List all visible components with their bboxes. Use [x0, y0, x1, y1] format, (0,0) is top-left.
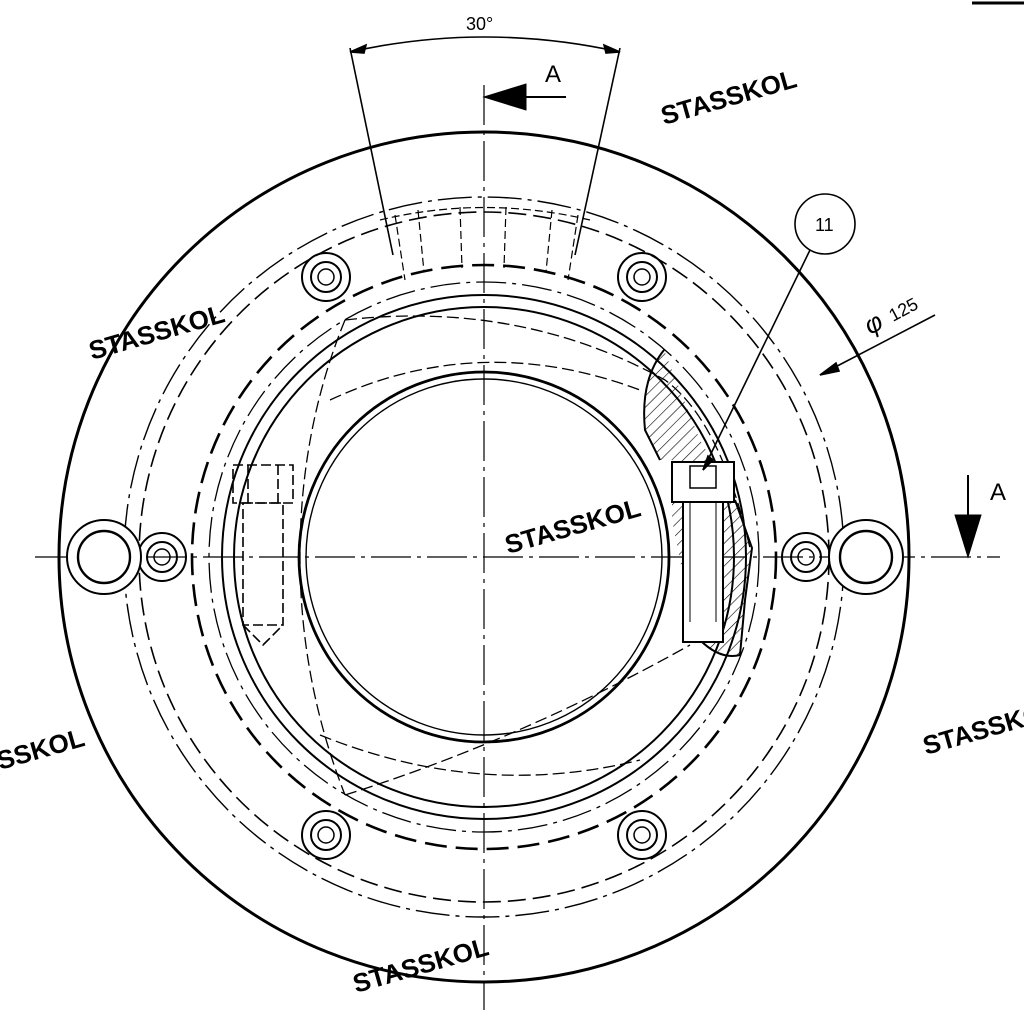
watermark: STASSKOL: [85, 298, 228, 365]
screw-right: [671, 461, 735, 643]
bolt-holes: [137, 252, 831, 860]
hidden-screw-left: [232, 464, 294, 647]
watermark: STASSKOL: [919, 693, 1024, 760]
watermark: STASSKOL: [501, 492, 644, 559]
bolt-hole: [617, 252, 667, 302]
watermark: STASSKOL: [349, 931, 492, 998]
watermark: STASSKOL: [657, 63, 800, 130]
section-label-top: A: [545, 61, 561, 88]
section-arrow-right: [954, 475, 982, 559]
diameter-symbol: φ: [859, 306, 888, 340]
section-label-right: A: [990, 479, 1006, 506]
diameter-leader: [819, 314, 936, 376]
section-arrow-top: [482, 83, 566, 111]
angle-label: 30°: [466, 14, 493, 34]
watermark: SSKOL: [0, 722, 88, 776]
mounting-holes: [66, 519, 904, 595]
bolt-hole: [301, 252, 351, 302]
angle-dimension: [349, 36, 621, 256]
diameter-value: 125: [885, 294, 921, 326]
balloon-label: 11: [815, 215, 834, 235]
item-balloon: [702, 193, 856, 471]
top-slot-pattern: [379, 206, 591, 281]
bolt-hole: [301, 810, 351, 860]
bolt-hole: [617, 810, 667, 860]
